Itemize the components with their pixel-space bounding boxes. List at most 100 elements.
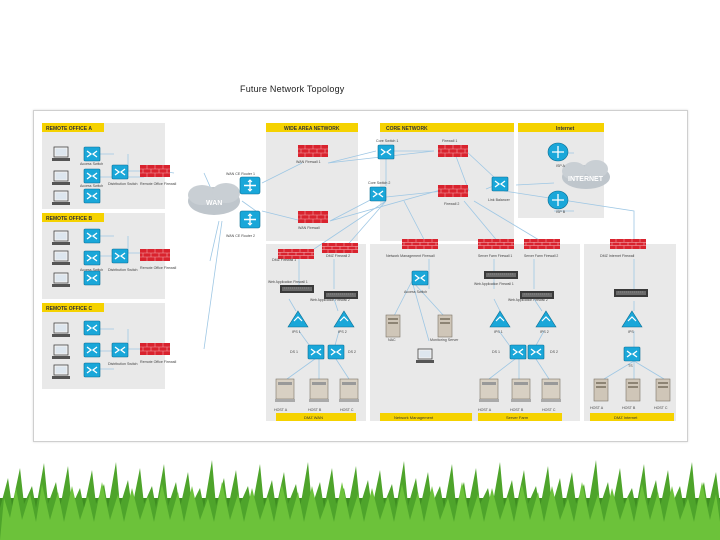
mgmt-access-switch-label: Access Switch bbox=[404, 290, 427, 294]
server-icon bbox=[625, 378, 641, 402]
sf-waf-1-label: Web Application Firewall 1 bbox=[474, 282, 514, 286]
dmz-internet-firewall-label: DMZ Internet Firewall bbox=[600, 254, 635, 258]
server-icon bbox=[274, 378, 296, 403]
server-icon bbox=[593, 378, 609, 402]
sf-ds-1-label: DS 1 bbox=[492, 350, 500, 354]
waf-2-label: Web Application Firewall 2 bbox=[310, 298, 350, 302]
zone-footer bbox=[478, 413, 562, 421]
grass-decoration bbox=[0, 460, 720, 540]
dmz-firewall-2-label: DMZ Firewall 2 bbox=[326, 254, 350, 258]
core-switch-2-label: Core Switch 2 bbox=[368, 181, 390, 185]
dmz-internet-label: DMZ Internet bbox=[614, 415, 638, 420]
dmz-wan-label: DMZ WAN bbox=[304, 415, 323, 420]
distribution-switch-label: Distribution Switch bbox=[108, 268, 138, 272]
switch-icon bbox=[327, 344, 345, 360]
access-switch-label: Access Switch bbox=[80, 268, 103, 272]
switch-icon bbox=[83, 270, 101, 286]
remote-office-firewall-label: Remote Office Firewall bbox=[140, 182, 176, 186]
sf-host-c-label: HOST C bbox=[542, 408, 556, 412]
switch-icon bbox=[411, 270, 429, 286]
firewall-icon bbox=[321, 242, 359, 254]
switch-icon bbox=[83, 342, 101, 358]
slide-title: Future Network Topology bbox=[240, 84, 345, 94]
firewall-icon bbox=[297, 144, 329, 158]
pc-icon bbox=[51, 272, 71, 288]
internet-cloud-label: INTERNET bbox=[568, 176, 604, 183]
server-icon bbox=[308, 378, 330, 403]
switch-icon bbox=[307, 344, 325, 360]
pc-icon bbox=[415, 348, 435, 364]
switch-icon bbox=[83, 146, 101, 162]
server-icon bbox=[338, 378, 360, 403]
access-switch-label: Access Switch bbox=[80, 184, 103, 188]
internet-label: Internet bbox=[556, 126, 575, 132]
switch-icon bbox=[83, 228, 101, 244]
ds-1-label: DS 1 bbox=[290, 350, 298, 354]
zone-footer bbox=[276, 413, 356, 421]
firewall-icon bbox=[297, 210, 329, 224]
firewall-icon bbox=[609, 238, 647, 250]
switch-icon bbox=[83, 188, 101, 204]
access-switch-label: Access Switch bbox=[80, 162, 103, 166]
switch-icon bbox=[509, 344, 527, 360]
ds-2-label: DS 2 bbox=[348, 350, 356, 354]
switch-icon bbox=[83, 168, 101, 184]
di-host-c-label: HOST C bbox=[654, 406, 668, 410]
pc-icon bbox=[51, 322, 71, 338]
sf-host-a-label: HOST A bbox=[478, 408, 492, 412]
pc-icon bbox=[51, 190, 71, 206]
switch-icon bbox=[527, 344, 545, 360]
net-mgmt-firewall-label: Network Management Firewall bbox=[386, 254, 435, 258]
sf-host-b-label: HOST B bbox=[510, 408, 524, 412]
server-icon bbox=[478, 378, 500, 403]
server-farm-label: Server Farm bbox=[506, 415, 529, 420]
firewall-icon bbox=[139, 248, 171, 262]
di-host-a-label: HOST A bbox=[590, 406, 604, 410]
appliance-icon bbox=[483, 270, 519, 280]
router-icon bbox=[547, 142, 569, 162]
wide-area-network-panel: WIDE AREA NETWORK bbox=[266, 123, 358, 241]
ts-label: TS bbox=[628, 364, 633, 368]
core-network-label: CORE NETWORK bbox=[386, 126, 428, 132]
remote-office-a-devices: Access Switch Access Switch Distribution… bbox=[51, 146, 176, 206]
host-a-label: HOST A bbox=[274, 408, 288, 412]
remote-office-c-devices: Distribution Switch Remote Office Firewa… bbox=[51, 320, 176, 380]
switch-icon bbox=[83, 362, 101, 378]
zone-footer bbox=[590, 413, 674, 421]
switch-icon bbox=[377, 144, 395, 160]
router-icon bbox=[239, 210, 261, 229]
firewall-icon bbox=[437, 184, 469, 198]
wan-label: WAN bbox=[206, 200, 222, 207]
server-icon bbox=[540, 378, 562, 403]
sf-ips-1-label: IPS 1 bbox=[494, 330, 503, 334]
isp-b-label: ISP B bbox=[556, 210, 566, 214]
remote-office-c-label: REMOTE OFFICE C bbox=[46, 306, 93, 312]
core-network-panel: CORE NETWORK bbox=[380, 123, 514, 241]
network-links bbox=[84, 150, 665, 380]
ips-1-label: IPS 1 bbox=[292, 330, 301, 334]
wan-firewall-1-label: WAN Firewall 1 bbox=[296, 160, 321, 164]
pc-icon bbox=[51, 364, 71, 380]
pc-icon bbox=[51, 170, 71, 186]
switch-icon bbox=[111, 248, 129, 264]
ips-2-label: IPS 2 bbox=[338, 330, 347, 334]
sf-ds-2-label: DS 2 bbox=[550, 350, 558, 354]
firewall-icon bbox=[477, 238, 515, 250]
dmz-firewall-1-label: DMZ Firewall 1 bbox=[272, 258, 296, 262]
wan-cloud: WAN bbox=[188, 183, 240, 215]
firewall-2-label: Firewall 2 bbox=[444, 202, 459, 206]
network-management-label: Network Management bbox=[394, 415, 434, 420]
sf-ips-2-label: IPS 2 bbox=[540, 330, 549, 334]
server-icon bbox=[385, 314, 401, 338]
nac-label: NAC bbox=[388, 338, 396, 342]
server-icon bbox=[655, 378, 671, 402]
network-diagram-frame: REMOTE OFFICE A REMOTE OFFICE B REMOTE O… bbox=[33, 110, 688, 442]
distribution-switch-label: Distribution Switch bbox=[108, 362, 138, 366]
host-b-label: HOST B bbox=[308, 408, 322, 412]
internet-cloud: INTERNET bbox=[562, 160, 610, 189]
remote-office-b-label: REMOTE OFFICE B bbox=[46, 216, 93, 222]
switch-icon bbox=[111, 164, 129, 180]
pc-icon bbox=[51, 250, 71, 266]
wide-area-network-label: WIDE AREA NETWORK bbox=[284, 126, 340, 132]
router-icon bbox=[239, 176, 261, 195]
